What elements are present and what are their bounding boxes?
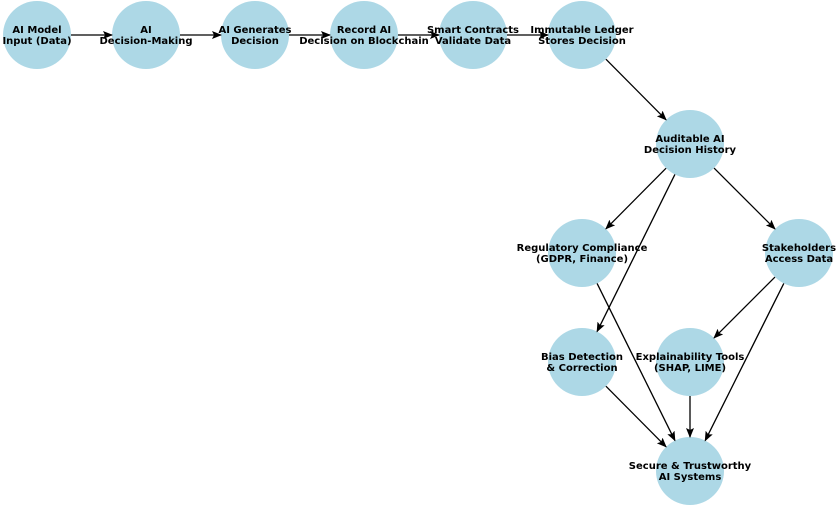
edge-stakeholders-to-explainability — [713, 276, 776, 339]
node-label-line: Decision-Making — [99, 36, 192, 47]
node-label-regulatory: Regulatory Compliance(GDPR, Finance) — [517, 243, 648, 265]
node-regulatory — [548, 219, 616, 287]
node-label-line: Secure & Trustworthy — [629, 461, 752, 472]
node-label-line: Access Data — [765, 254, 833, 265]
node-smart-contracts — [439, 1, 507, 69]
edge-ledger-to-auditable — [605, 58, 667, 121]
node-label-line: Auditable AI — [655, 134, 724, 145]
node-record — [330, 1, 398, 69]
node-label-line: AI — [140, 25, 151, 36]
node-label-line: Decision on Blockchain — [299, 36, 429, 47]
node-label-explainability: Explainability Tools(SHAP, LIME) — [636, 352, 745, 374]
node-label-line: (GDPR, Finance) — [536, 254, 628, 265]
node-label-line: & Correction — [546, 363, 617, 374]
node-label-line: Validate Data — [435, 36, 511, 47]
node-input — [3, 1, 71, 69]
node-label-line: AI Generates — [218, 25, 291, 36]
node-auditable — [656, 110, 724, 178]
node-label-line: Regulatory Compliance — [517, 243, 648, 254]
node-label-line: Input (Data) — [2, 36, 71, 47]
node-bias — [548, 328, 616, 396]
node-label-line: Stakeholders — [762, 243, 836, 254]
node-stakeholders — [765, 219, 833, 287]
edge-auditable-to-bias — [596, 174, 676, 333]
node-label-line: (SHAP, LIME) — [654, 363, 726, 374]
node-label-line: Decision History — [644, 145, 737, 156]
node-label-line: AI Model — [12, 25, 61, 36]
nodes-layer — [3, 1, 833, 505]
node-label-line: Explainability Tools — [636, 352, 745, 363]
edge-stakeholders-to-secure — [704, 283, 785, 442]
edge-auditable-to-regulatory — [605, 167, 667, 230]
node-label-line: Record AI — [337, 25, 391, 36]
node-label-line: AI Systems — [659, 472, 722, 483]
node-secure — [656, 437, 724, 505]
node-explainability — [656, 328, 724, 396]
node-decision-making — [112, 1, 180, 69]
node-label-line: Immutable Ledger — [530, 25, 633, 36]
edges-layer — [71, 31, 785, 448]
node-label-bias: Bias Detection& Correction — [541, 352, 623, 374]
edge-auditable-to-stakeholders — [713, 167, 776, 230]
node-generates — [221, 1, 289, 69]
edge-regulatory-to-secure — [596, 283, 676, 442]
edge-bias-to-secure — [605, 385, 667, 448]
node-label-line: Smart Contracts — [427, 25, 519, 36]
node-ledger — [548, 1, 616, 69]
node-label-line: Bias Detection — [541, 352, 623, 363]
node-label-line: Decision — [231, 36, 279, 47]
node-label-line: Stores Decision — [538, 36, 626, 47]
